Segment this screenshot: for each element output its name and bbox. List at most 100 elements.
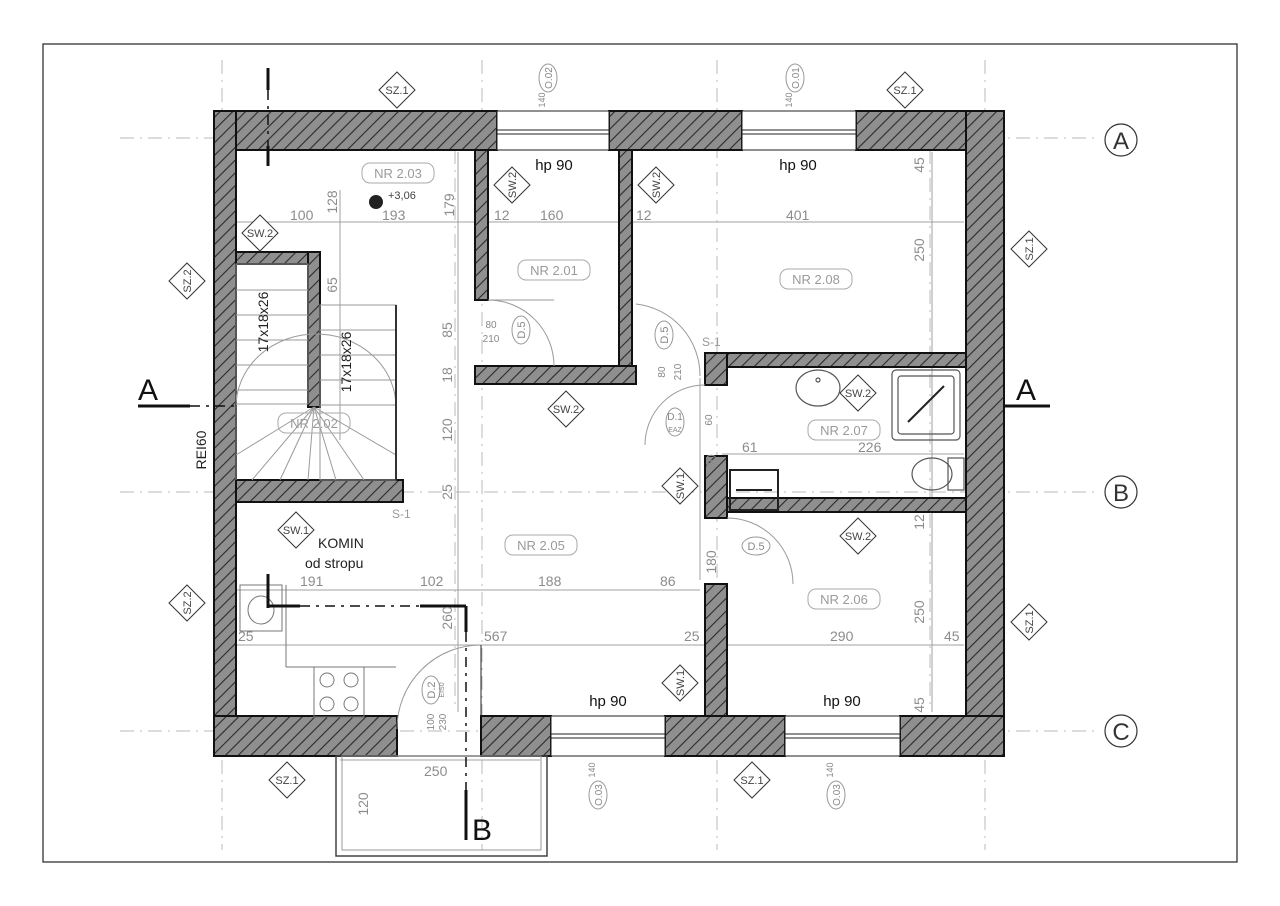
door-code: D.5 <box>659 326 671 343</box>
fire-rating: REI60 <box>193 430 209 469</box>
axis-label-a: A <box>1113 128 1129 155</box>
window-code: O.01 <box>791 67 802 89</box>
window-tag: 140 <box>537 92 547 107</box>
wall-tag: SW.2 <box>247 228 273 240</box>
room-label-2-03: NR 2.03 <box>374 166 422 181</box>
wall-tag: SZ.1 <box>1024 237 1036 260</box>
balcony <box>335 755 548 857</box>
dimension: 18 <box>439 367 455 383</box>
axis-label-b: B <box>1113 480 1129 507</box>
dimension: 80 <box>703 454 719 470</box>
dimension: 260 <box>439 606 455 630</box>
dimension: 45 <box>911 697 927 713</box>
room-label-2-08: NR 2.08 <box>792 272 840 287</box>
dimension: 250 <box>424 763 448 779</box>
window-label: hp 90 <box>823 693 861 710</box>
wall-tag: SW.2 <box>845 531 871 543</box>
wall-tag: SZ.2 <box>182 269 194 292</box>
dimension: 250 <box>911 238 927 262</box>
dimension: 193 <box>382 207 406 223</box>
door-code: D.2 <box>426 681 438 698</box>
wall-tag: SW.2 <box>845 388 871 400</box>
door-code: D.5 <box>747 541 764 553</box>
door-height: 210 <box>483 334 500 345</box>
chimney-sub-label: od stropu <box>305 555 363 571</box>
window-code: O.02 <box>544 67 555 89</box>
staircase <box>235 263 397 481</box>
dimension: 65 <box>324 277 340 293</box>
section-cut-lines <box>138 68 1050 840</box>
window-label: hp 90 <box>779 157 817 174</box>
kitchen-fixtures <box>239 584 396 718</box>
door-code: D.5 <box>516 321 528 338</box>
window-label: hp 90 <box>589 693 627 710</box>
wall-tag-diamonds <box>168 71 1048 799</box>
dimension: 179 <box>441 193 457 217</box>
window-code: O.03 <box>832 784 843 806</box>
axis-bubbles <box>1104 123 1138 748</box>
wall-tag: SZ.1 <box>740 775 763 787</box>
door-size: 80 <box>657 366 668 378</box>
window-tag: 140 <box>587 762 597 777</box>
room-label-2-01: NR 2.01 <box>530 263 578 278</box>
chimney-label: KOMIN <box>318 535 364 551</box>
stair-label: 17x18x26 <box>338 331 354 392</box>
door-size: 60 <box>704 414 715 426</box>
dimension: 102 <box>420 573 444 589</box>
section-mark-b: B <box>472 814 492 847</box>
room-label-boxes <box>277 162 881 610</box>
window-tag: 140 <box>825 762 835 777</box>
section-mark-a-left: A <box>138 374 158 407</box>
dimension: 188 <box>538 573 562 589</box>
wall-tag: SZ.1 <box>893 85 916 97</box>
wall-tag: SW.2 <box>651 172 663 198</box>
dimension: 180 <box>703 550 719 574</box>
drawing-frame <box>42 43 1238 863</box>
dimension: 86 <box>660 573 676 589</box>
bathroom-fixtures <box>729 369 965 511</box>
dimension: 12 <box>911 514 927 530</box>
wall-tag: SW.2 <box>553 404 579 416</box>
dimension: 290 <box>830 628 854 644</box>
dimension: 100 <box>290 207 314 223</box>
section-mark-a-right: A <box>1016 374 1036 407</box>
dimension: 61 <box>742 439 758 455</box>
door-code: D.1 <box>667 412 683 423</box>
dimension: 25 <box>238 628 254 644</box>
axis-label-c: C <box>1112 719 1129 746</box>
stair-label: 17x18x26 <box>255 291 271 352</box>
dimension: 250 <box>911 600 927 624</box>
section-dashes <box>190 90 467 790</box>
window-label: hp 90 <box>535 157 573 174</box>
wall-tag: SW.1 <box>283 525 309 537</box>
dimension: 45 <box>944 628 960 644</box>
door-size: 100 <box>426 713 437 730</box>
window-code: O.03 <box>594 784 605 806</box>
door-height: 210 <box>673 363 684 380</box>
dimension: 12 <box>494 207 510 223</box>
wall-tag: SZ.1 <box>275 775 298 787</box>
level-value: +3,06 <box>388 190 416 202</box>
dimension: 85 <box>439 322 455 338</box>
door-sub: EAZ <box>668 427 682 434</box>
dimension: 120 <box>439 418 455 442</box>
dimension: 128 <box>324 190 340 214</box>
wall-tag: SZ.1 <box>1024 610 1036 633</box>
dimension: 12 <box>636 207 652 223</box>
level-marker-icon <box>369 195 383 209</box>
door-swings <box>396 299 794 730</box>
dimension: 120 <box>355 792 371 816</box>
dimension: 160 <box>540 207 564 223</box>
dimension: 567 <box>484 628 508 644</box>
door-size: 80 <box>485 320 497 331</box>
wall-tag: SZ.2 <box>182 591 194 614</box>
s-mark: S-1 <box>702 335 721 349</box>
dimension: 191 <box>300 573 324 589</box>
wall-tag: SW.1 <box>675 670 687 696</box>
dimension: 25 <box>439 484 455 500</box>
dimension-lines <box>236 152 964 761</box>
dimension: 226 <box>858 439 882 455</box>
door-ovals <box>421 315 771 705</box>
windows <box>496 110 901 757</box>
dimension: 401 <box>786 207 810 223</box>
